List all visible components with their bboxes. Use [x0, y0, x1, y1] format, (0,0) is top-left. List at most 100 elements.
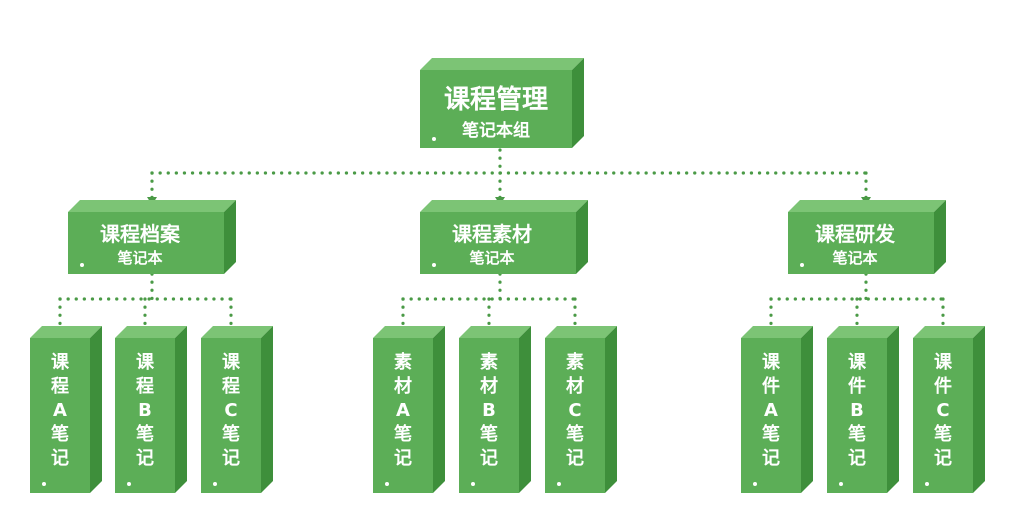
child-node-1-0-dot: [385, 482, 389, 486]
child-char-0-1-3: 笔: [136, 423, 154, 445]
child-node-0-0-side: [90, 326, 102, 493]
child-node-2-0-top: [741, 326, 813, 338]
child-char-1-0-2: A: [396, 400, 410, 421]
group-title-2: 课程研发: [815, 222, 896, 246]
child-node-1-1-front: [459, 338, 519, 493]
child-char-2-1-0: 课: [848, 352, 867, 373]
group-node-1-side: [576, 200, 588, 274]
child-char-2-2-3: 笔: [934, 423, 952, 445]
child-node-1-0-front: [373, 338, 433, 493]
child-node-0-2-side: [261, 326, 273, 493]
child-char-1-0-3: 笔: [394, 423, 412, 445]
child-char-1-0-1: 材: [394, 375, 412, 397]
child-node-1-2-top: [545, 326, 617, 338]
group-node-1-dot: [432, 263, 436, 267]
group-subtitle-0: 笔记本: [117, 249, 162, 267]
child-char-1-1-1: 材: [480, 375, 498, 397]
child-char-1-2-0: 素: [566, 352, 584, 373]
child-char-1-2-1: 材: [566, 375, 584, 397]
child-char-1-2-2: C: [568, 400, 581, 421]
child-node-0-0-top: [30, 326, 102, 338]
group-node-2-front: [788, 212, 934, 274]
child-char-0-1-2: B: [138, 400, 152, 421]
child-node-2-1-side: [887, 326, 899, 493]
child-node-2-2-front: [913, 338, 973, 493]
child-node-2-0-front: [741, 338, 801, 493]
child-char-1-0-0: 素: [394, 352, 412, 373]
root-node-front: [420, 70, 572, 148]
group-title-1: 课程素材: [452, 222, 532, 246]
group-subtitle-1: 笔记本: [469, 249, 514, 267]
child-node-0-1-dot: [127, 482, 131, 486]
child-char-0-0-0: 课: [51, 352, 70, 373]
child-char-1-0-4: 记: [394, 448, 412, 469]
root-node-side: [572, 58, 584, 148]
child-char-2-1-3: 笔: [848, 423, 866, 445]
child-node-1-1-side: [519, 326, 531, 493]
child-char-2-2-2: C: [936, 400, 949, 421]
root-node-dot: [432, 137, 436, 141]
group-node-0-front: [68, 212, 224, 274]
child-node-2-2-top: [913, 326, 985, 338]
child-node-1-0-top: [373, 326, 445, 338]
child-char-2-1-1: 件: [848, 375, 866, 397]
child-node-0-0-front: [30, 338, 90, 493]
child-char-2-1-4: 记: [848, 448, 866, 469]
group-node-0-side: [224, 200, 236, 274]
group-node-2-side: [934, 200, 946, 274]
child-node-1-2-front: [545, 338, 605, 493]
child-char-0-0-3: 笔: [51, 423, 69, 445]
child-node-0-1-side: [175, 326, 187, 493]
root-node-top: [420, 58, 584, 70]
child-char-2-2-4: 记: [934, 448, 952, 469]
child-char-0-2-1: 程: [222, 376, 240, 397]
child-node-0-2-dot: [213, 482, 217, 486]
child-char-1-1-4: 记: [480, 448, 498, 469]
group-subtitle-2: 笔记本: [832, 249, 877, 267]
child-char-0-2-2: C: [224, 400, 237, 421]
child-node-1-2-side: [605, 326, 617, 493]
child-char-2-0-3: 笔: [762, 423, 780, 445]
group-node-1-top: [420, 200, 588, 212]
child-node-1-1-dot: [471, 482, 475, 486]
child-char-2-2-1: 件: [934, 375, 952, 397]
child-char-0-2-3: 笔: [222, 423, 240, 445]
child-char-0-0-1: 程: [51, 376, 69, 397]
child-char-0-0-2: A: [53, 400, 67, 421]
child-node-1-0-side: [433, 326, 445, 493]
child-node-0-2-top: [201, 326, 273, 338]
child-char-0-2-4: 记: [222, 448, 240, 469]
child-char-2-0-2: A: [764, 400, 778, 421]
child-char-2-0-1: 件: [762, 375, 780, 397]
group-node-2-dot: [800, 263, 804, 267]
child-char-2-2-0: 课: [934, 352, 953, 373]
child-char-1-2-3: 笔: [566, 423, 584, 445]
child-node-1-1-top: [459, 326, 531, 338]
group-node-0-top: [68, 200, 236, 212]
child-char-0-1-1: 程: [136, 376, 154, 397]
child-node-2-1-dot: [839, 482, 843, 486]
child-char-1-1-0: 素: [480, 352, 498, 373]
child-node-1-2-dot: [557, 482, 561, 486]
child-char-1-1-3: 笔: [480, 423, 498, 445]
child-node-2-2-side: [973, 326, 985, 493]
child-char-0-1-4: 记: [136, 448, 154, 469]
